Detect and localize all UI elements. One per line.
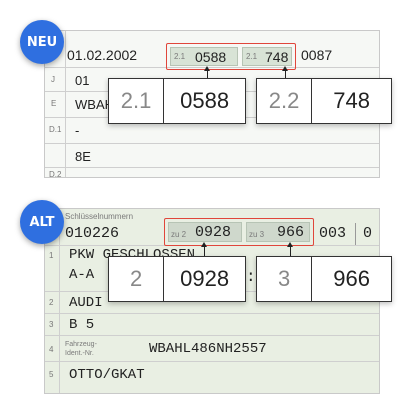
old-header-label: Schlüsselnummern (65, 212, 134, 221)
arrow-icon (282, 66, 288, 78)
new-row-num: D.1 (49, 125, 62, 134)
new-highlight-box (166, 43, 296, 70)
new-callout-2-2: 2.2 748 (256, 78, 392, 124)
old-row-text: A-A (69, 267, 95, 283)
new-row-num: J (51, 75, 55, 84)
new-badge: NEU (20, 20, 64, 64)
new-row-num: D.2 (49, 170, 62, 178)
old-highlight-box (164, 218, 314, 246)
old-colon: : (246, 268, 256, 286)
old-tail-1: 003 (319, 225, 347, 242)
old-row-num: 1 (49, 251, 54, 260)
new-row-num: E (51, 99, 57, 108)
arrow-icon (287, 242, 293, 256)
arrow-icon (201, 242, 207, 256)
old-number: 010226 (65, 225, 120, 242)
new-row-text: - (75, 123, 80, 138)
new-row-text: 01 (75, 73, 90, 88)
old-row-text: OTTO/GKAT (69, 367, 145, 383)
old-badge: ALT (20, 200, 64, 244)
new-tail-value: 0087 (301, 47, 333, 63)
old-row-num: 2 (49, 298, 54, 307)
new-field-2-1: 2.1 0588 (170, 47, 238, 66)
new-field-2-2: 2.1 748 (242, 47, 292, 66)
old-field-zu-2: zu 2 0928 (168, 222, 242, 242)
old-row-text: B 5 (69, 317, 95, 333)
old-row-text: AUDI (69, 295, 103, 311)
old-tail-2: 0 (363, 225, 373, 242)
old-row-num: 3 (49, 320, 54, 329)
old-row-num: 4 (49, 345, 54, 354)
old-callout-zu-3: 3 966 (256, 256, 392, 302)
new-callout-2-1: 2.1 0588 (108, 78, 246, 124)
new-date: 01.02.2002 (67, 47, 138, 63)
old-row-text: WBAHL486NH2557 (149, 341, 267, 357)
arrow-icon (204, 66, 210, 78)
old-row-num: 5 (49, 370, 54, 379)
new-row-text: 8E (75, 149, 91, 164)
old-field-zu-3: zu 3 966 (246, 222, 310, 242)
new-row-text: WBAH (75, 97, 114, 112)
old-vin-label: Fahrzeug-Ident.-Nr. (65, 341, 97, 357)
old-callout-zu-2: 2 0928 (108, 256, 246, 302)
